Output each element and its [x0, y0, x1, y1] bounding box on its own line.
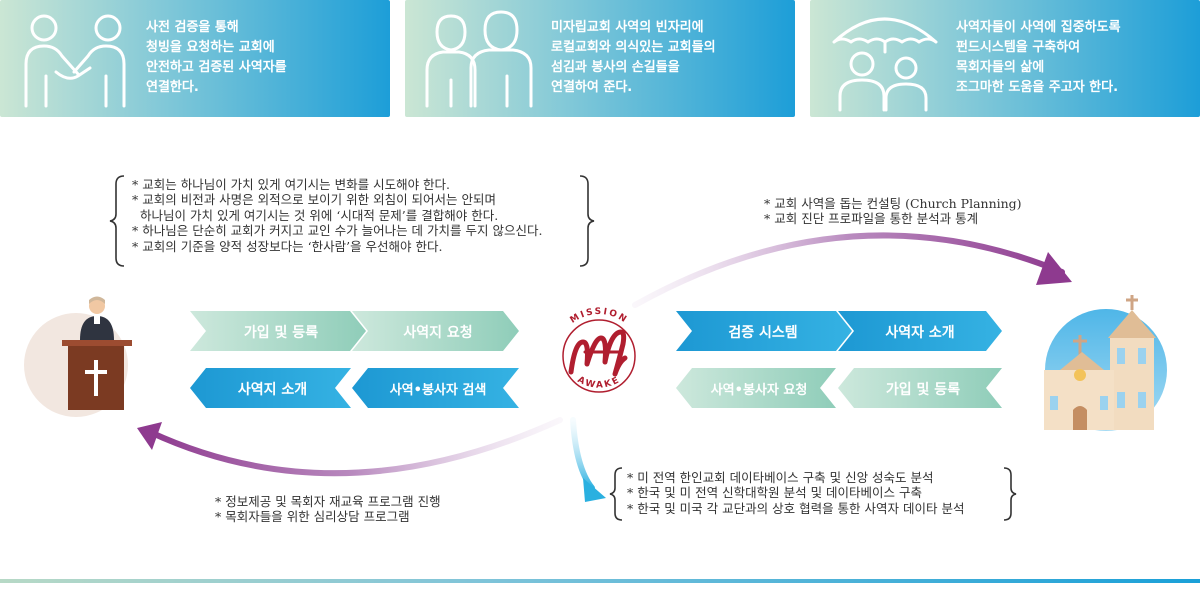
chevron-label-left-top-1: 가입 및 등록 [243, 325, 319, 341]
chevron-left-bottom-1 [190, 368, 351, 408]
info-card-3: 사역자들이 사역에 집중하도록 펀드시스템을 구축하여 목회자들의 삶에 조그마… [810, 0, 1200, 117]
brace-left-top-open [109, 175, 125, 267]
upper-flow-arrow [632, 232, 1065, 308]
umbrella-people-icon [832, 17, 938, 112]
left-chevron-group [190, 311, 519, 408]
chevron-left-top-2 [352, 311, 519, 351]
logo-top-text: MISSION [569, 307, 630, 326]
card-1-text: 사전 검증을 통해 청빙을 요청하는 교회에 안전하고 검증된 사역자를 연결한… [146, 20, 287, 95]
footer-divider [0, 579, 1200, 583]
brace-right-bottom-close [1003, 467, 1017, 521]
handshake-icon [24, 14, 126, 108]
info-card-2: 미자립교회 사역의 빈자리에 로컬교회와 의식있는 교회들의 섬김과 봉사의 손… [405, 0, 795, 117]
right-chevron-group [676, 311, 1002, 408]
chevron-left-bottom-2 [352, 368, 519, 408]
lower-arrow-head [137, 422, 162, 450]
chevron-label-right-bottom-1: 사역•봉사자 요청 [710, 383, 808, 398]
chevron-label-left-bottom-1: 사역지 소개 [237, 382, 308, 398]
card-3-text: 사역자들이 사역에 집중하도록 펀드시스템을 구축하여 목회자들의 삶에 조그마… [956, 20, 1121, 95]
church-illustration [1044, 295, 1167, 431]
brace-left-top-close [579, 175, 595, 267]
lower-flow-arrow [147, 417, 563, 477]
card-2-text: 미자립교회 사역의 빈자리에 로컬교회와 의식있는 교회들의 섬김과 봉사의 손… [551, 20, 716, 95]
chevron-label-right-top-2: 사역자 소개 [885, 325, 955, 341]
bullets-left-top: * 교회는 하나님이 가치 있게 여기시는 변화를 시도해야 한다. * 교회의… [132, 177, 543, 254]
chevron-right-bottom-2 [838, 368, 1002, 408]
chevron-label-left-top-2: 사역지 요청 [403, 325, 473, 341]
down-arrow-head [583, 478, 606, 502]
chevron-label-right-top-1: 검증 시스템 [728, 325, 798, 341]
down-flow-arrow [570, 417, 595, 491]
chevron-left-top-1 [190, 311, 366, 351]
upper-arrow-head [1036, 252, 1072, 285]
chevron-label-right-bottom-2: 가입 및 등록 [885, 382, 961, 398]
logo-mark [568, 329, 628, 377]
bullets-right-bottom: * 미 전역 한인교회 데이타베이스 구축 및 신앙 성숙도 분석 * 한국 및… [627, 470, 965, 516]
brace-right-bottom-open [609, 467, 623, 521]
mission-awake-logo: MISSION AWAKE [562, 307, 636, 393]
bullets-right-top: * 교회 사역을 돕는 컨설팅 (Church Planning) * 교회 진… [764, 196, 1022, 227]
info-card-1: 사전 검증을 통해 청빙을 요청하는 교회에 안전하고 검증된 사역자를 연결한… [0, 0, 390, 117]
chevron-right-top-2 [838, 311, 1002, 351]
bullets-left-bottom: * 정보제공 및 목회자 재교육 프로그램 진행 * 목회자들을 위한 심리상담… [215, 494, 441, 525]
chevron-right-top-1 [676, 311, 852, 351]
two-people-icon [425, 10, 533, 108]
chevron-label-left-bottom-2: 사역•봉사자 검색 [389, 383, 487, 398]
pastor-illustration [24, 296, 132, 417]
chevron-right-bottom-1 [676, 368, 836, 408]
